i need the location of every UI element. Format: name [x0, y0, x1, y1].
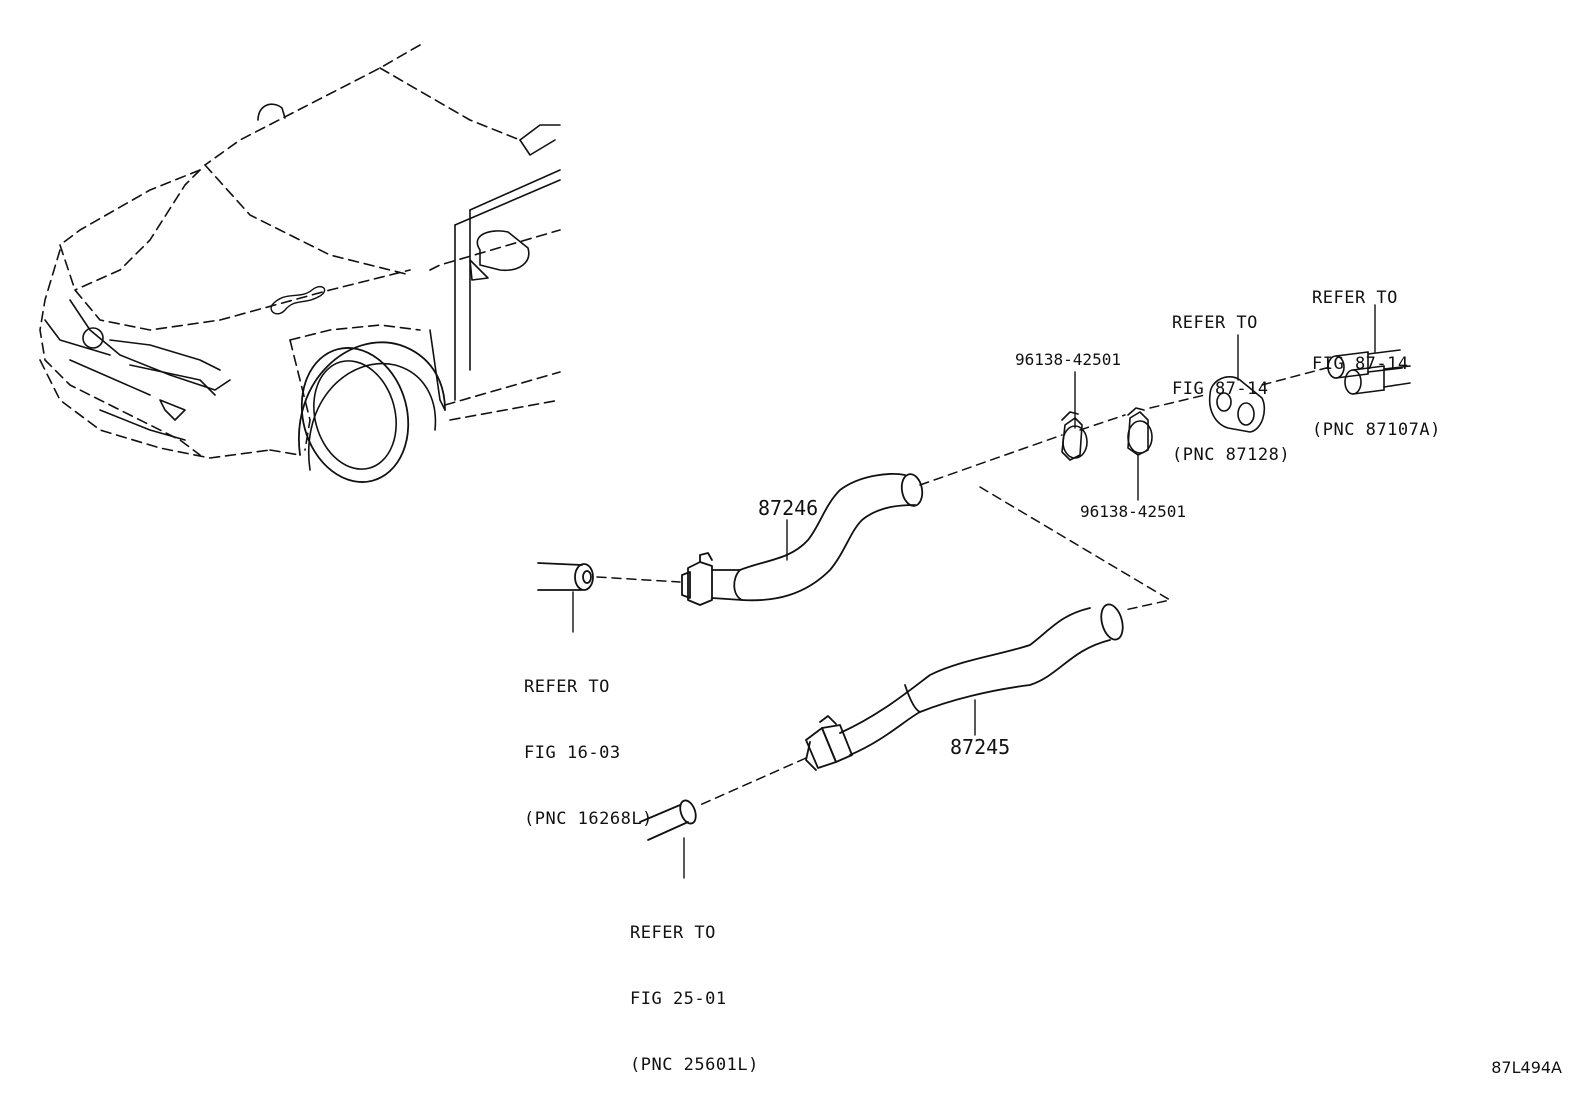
reference-87128: REFER TO FIG 87-14 (PNC 87128): [1172, 313, 1291, 465]
assembly-center-lines: [596, 366, 1331, 806]
pipe-25601l: [639, 799, 697, 841]
grommet-87128: [1208, 376, 1266, 433]
clamp-96138-right: [1127, 407, 1153, 456]
hose-87245: [805, 603, 1124, 771]
figure-id: 87L494A: [1491, 1058, 1562, 1077]
part-number-87245: 87245: [950, 735, 1011, 759]
reference-25601l: REFER TO FIG 25-01 (PNC 25601L): [630, 923, 759, 1075]
part-number-96138-right: 96138-42501: [1080, 502, 1186, 521]
part-number-96138-left: 96138-42501: [1015, 350, 1121, 369]
part-number-87246: 87246: [758, 496, 819, 520]
reference-16268l: REFER TO FIG 16-03 (PNC 16268L): [524, 677, 653, 829]
reference-87107a: REFER TO FIG 87-14 (PNC 87107A): [1312, 288, 1441, 440]
leader-lines: [572, 304, 1376, 879]
car-illustration: [39, 44, 561, 483]
hose-87246: [681, 473, 924, 606]
pipe-16268l: [537, 562, 594, 591]
pipes-87107a: [1327, 349, 1411, 395]
